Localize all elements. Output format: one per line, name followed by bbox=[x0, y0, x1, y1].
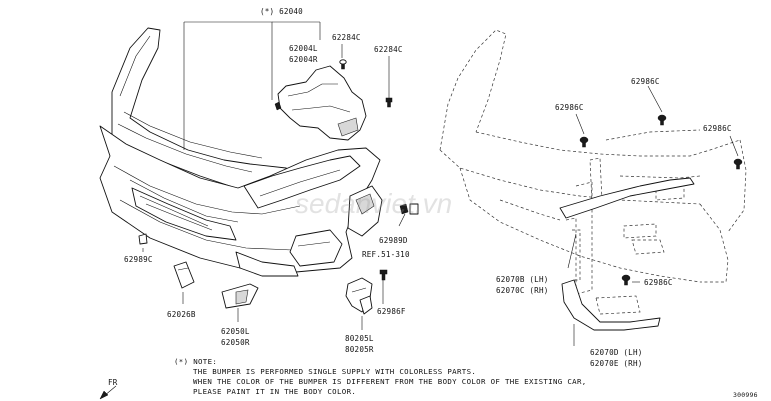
note-line-1: THE BUMPER IS PERFORMED SINGLE SUPPLY WI… bbox=[193, 367, 476, 376]
absorber-62004 bbox=[274, 65, 367, 141]
screw-icon bbox=[385, 97, 393, 108]
label-62004r: 62004R bbox=[289, 55, 318, 64]
vehicle-body-outline bbox=[439, 29, 747, 331]
label-62986c-lower: 62986C bbox=[644, 278, 673, 287]
clip-icon bbox=[733, 158, 743, 170]
screw-icon bbox=[379, 269, 388, 281]
label-62004l: 62004L bbox=[289, 44, 318, 53]
orientation-label: FR bbox=[108, 378, 118, 387]
pad-62989c bbox=[138, 233, 148, 245]
label-62070c: 62070C (RH) bbox=[496, 286, 549, 295]
clip-icon bbox=[579, 136, 589, 148]
label-62070e: 62070E (RH) bbox=[590, 359, 643, 368]
label-62989d: 62989D bbox=[379, 236, 408, 245]
label-62070d: 62070D (LH) bbox=[590, 348, 643, 357]
label-62284c-screw: 62284C bbox=[374, 45, 403, 54]
note-heading: (*) NOTE: bbox=[174, 357, 217, 366]
label-62989c: 62989C bbox=[124, 255, 153, 264]
leader-lines-left bbox=[142, 21, 406, 330]
clip-icon bbox=[657, 114, 667, 126]
watermark: sedanviet.vn bbox=[295, 188, 452, 219]
clip-icon bbox=[621, 274, 631, 286]
label-62050r: 62050R bbox=[221, 338, 250, 347]
label-62986f: 62986F bbox=[377, 307, 406, 316]
label-62986c-right: 62986C bbox=[703, 124, 732, 133]
label-62986c-top: 62986C bbox=[631, 77, 660, 86]
label-ref: REF.51-310 bbox=[362, 250, 410, 259]
label-62050l: 62050L bbox=[221, 327, 250, 336]
note-line-3: PLEASE PAINT IT IN THE BODY COLOR. bbox=[193, 387, 356, 396]
front-arrow-icon bbox=[99, 385, 117, 400]
cover-62026b bbox=[173, 261, 195, 289]
bracket-62989d bbox=[399, 203, 419, 215]
front-bumper-assembly bbox=[99, 27, 383, 277]
label-62986c-left: 62986C bbox=[555, 103, 584, 112]
diagram-code: 300996 bbox=[733, 391, 758, 399]
bracket-80205 bbox=[345, 277, 373, 315]
label-80205r: 80205R bbox=[345, 345, 374, 354]
label-62040: (*) 62040 bbox=[260, 7, 303, 16]
label-62284c-clip: 62284C bbox=[332, 33, 361, 42]
label-62070b: 62070B (LH) bbox=[496, 275, 549, 284]
clip-icon bbox=[339, 59, 347, 70]
label-80205l: 80205L bbox=[345, 334, 374, 343]
note-line-2: WHEN THE COLOR OF THE BUMPER IS DIFFEREN… bbox=[193, 377, 587, 386]
leader-lines-right bbox=[567, 85, 739, 346]
foglamp-cover-62050 bbox=[221, 283, 259, 309]
label-62026b: 62026B bbox=[167, 310, 196, 319]
